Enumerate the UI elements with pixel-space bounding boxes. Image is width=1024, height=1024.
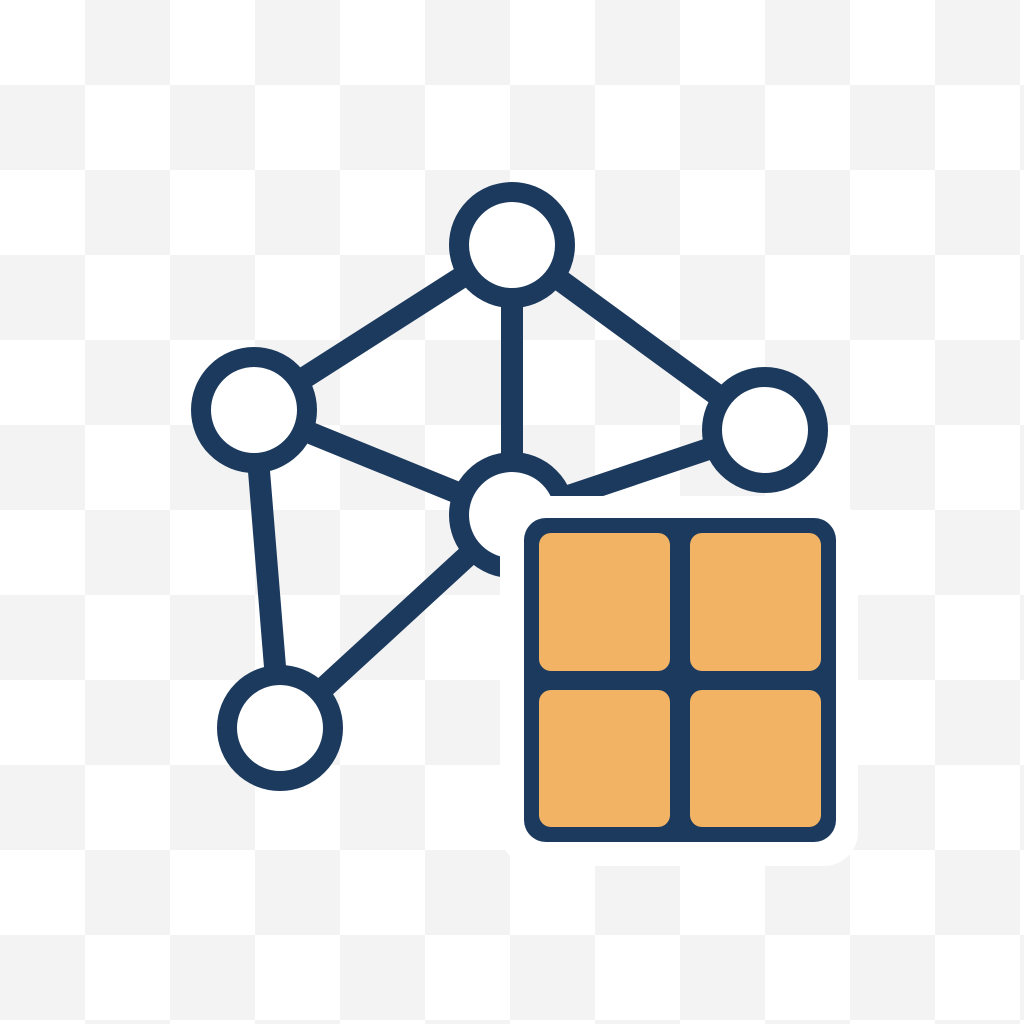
node-bottom-left xyxy=(217,665,343,791)
grid-cell-3 xyxy=(539,690,670,827)
grid-tile-icon xyxy=(500,496,858,866)
grid-cell-1 xyxy=(539,533,670,671)
grid-cell-2 xyxy=(690,533,821,671)
grid-cell-4 xyxy=(690,690,821,827)
node-right xyxy=(702,367,828,493)
node-top xyxy=(449,182,575,308)
node-left xyxy=(191,347,317,473)
